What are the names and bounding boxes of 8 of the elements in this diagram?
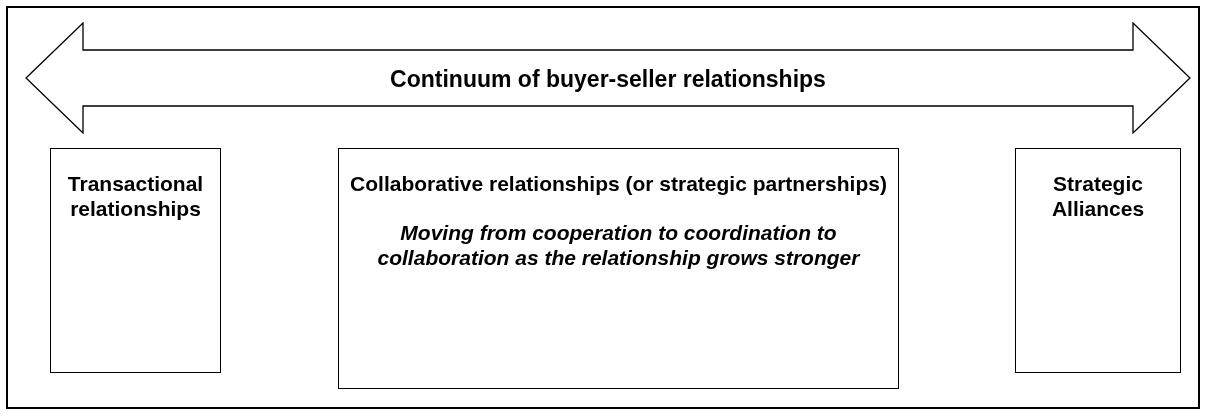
box-heading: Strategic Alliances: [1050, 171, 1146, 221]
box-heading: Collaborative relationships (or strategic partnerships): [349, 171, 888, 196]
description-text: Moving from cooperation to coordination to collaboration as the relationship grows stronger: [376, 220, 862, 270]
category-box: [338, 148, 899, 389]
category-box: [1015, 148, 1181, 373]
box-heading: Transactional relationships: [66, 171, 205, 221]
arrow-label: Continuum of buyer-seller relationships: [389, 65, 827, 93]
category-box: [50, 148, 221, 373]
